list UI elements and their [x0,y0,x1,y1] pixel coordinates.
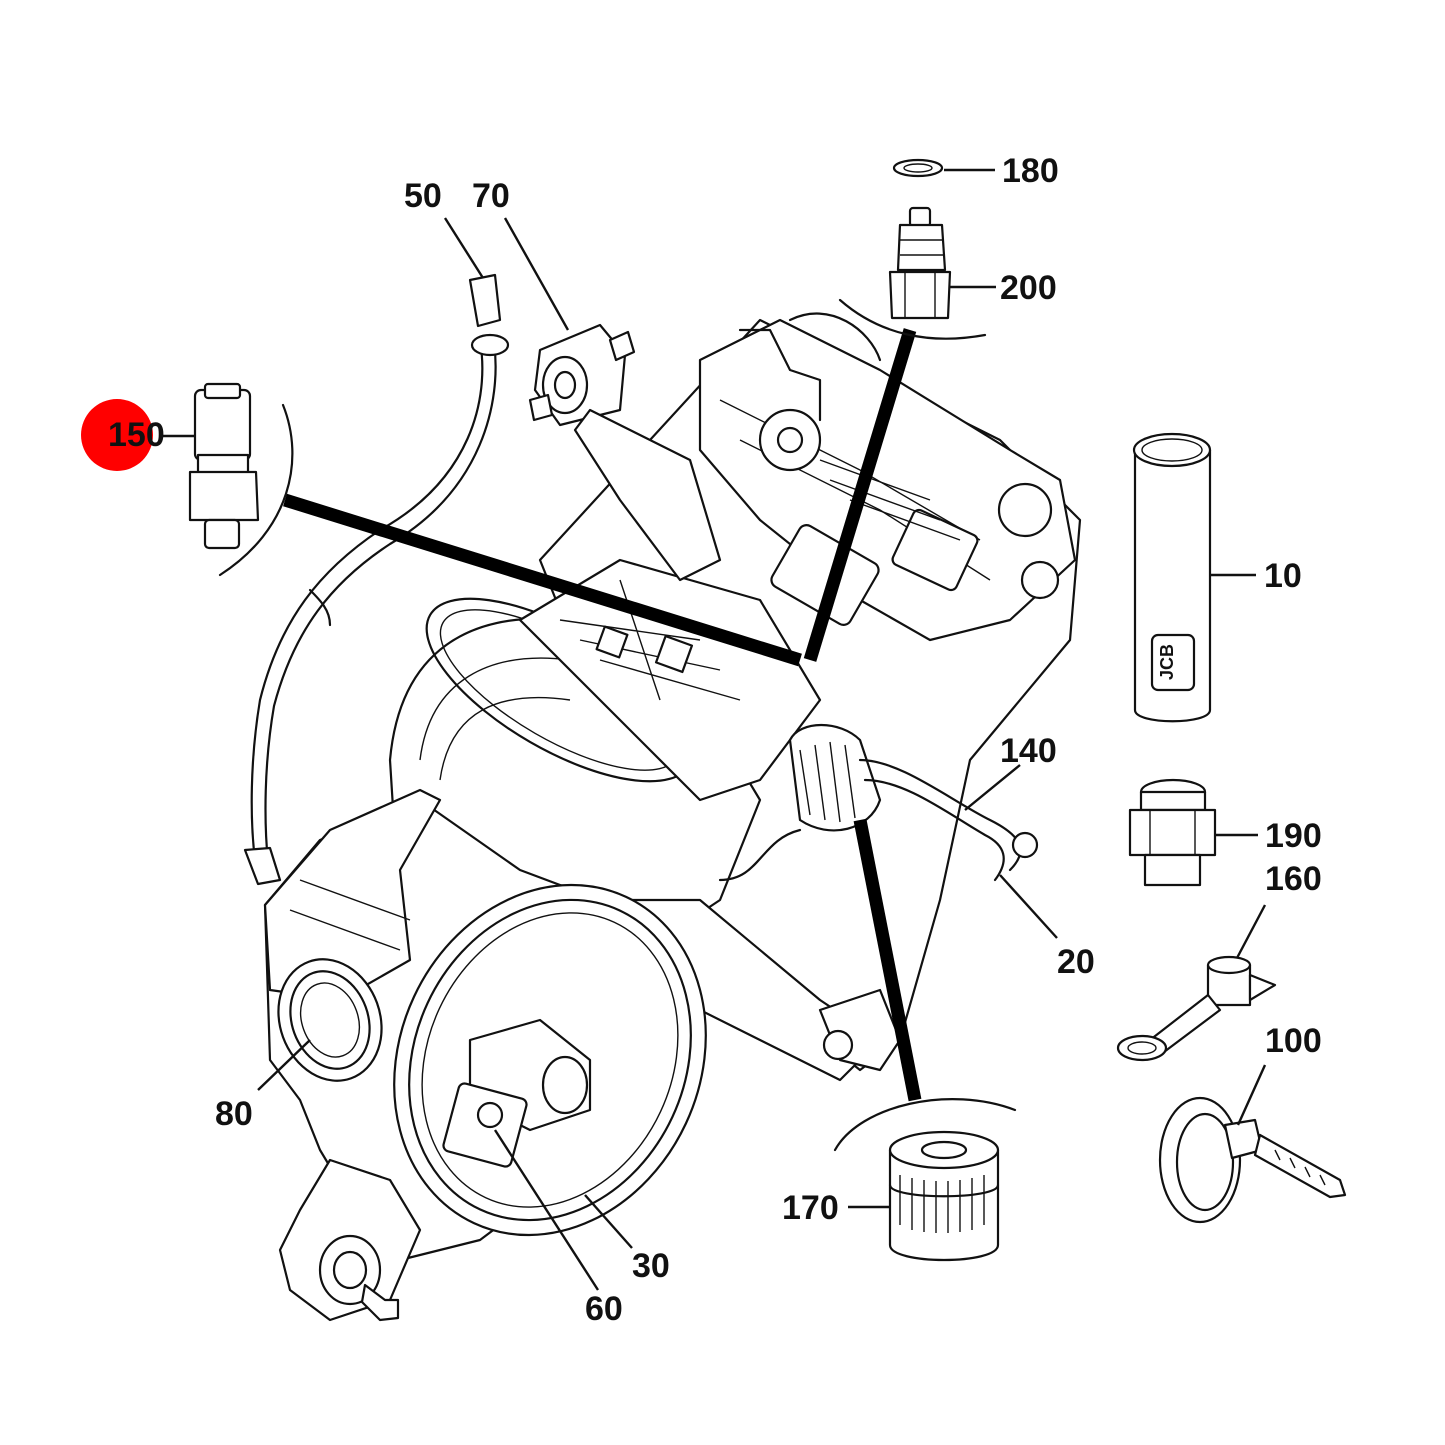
zoom-arc-200 [838,298,987,340]
filter-element-170 [888,1130,1000,1262]
pressure-switch-150 [188,382,260,550]
leader-bar-150 [283,493,802,667]
callout-10[interactable]: 10 [1264,557,1302,595]
callout-30[interactable]: 30 [632,1247,670,1285]
callout-70[interactable]: 70 [472,177,510,215]
sleeve-tube-10: JCB [1132,432,1212,723]
zoom-arc-150 [218,403,294,577]
adapter-190 [1128,778,1217,887]
callout-190[interactable]: 190 [1265,817,1322,855]
sleeve-logo: JCB [1157,644,1177,680]
callout-160[interactable]: 160 [1265,860,1322,898]
callout-50[interactable]: 50 [404,177,442,215]
zoom-arc-170 [833,1098,1017,1152]
highlight-dot-150[interactable] [81,399,153,471]
callout-80[interactable]: 80 [215,1095,253,1133]
callout-180[interactable]: 180 [1002,152,1059,190]
callout-60[interactable]: 60 [585,1290,623,1328]
transmission-assembly [243,273,1082,1322]
callout-140[interactable]: 140 [1000,732,1057,770]
callout-150[interactable]: 150 [108,416,165,454]
cable-tie-100 [1158,1096,1347,1224]
leader-lines [162,168,1267,1291]
leader-bar-200 [803,328,917,662]
leader-bar-170 [853,818,922,1102]
callout-100[interactable]: 100 [1265,1022,1322,1060]
callout-170[interactable]: 170 [782,1189,839,1227]
clip-160 [1116,955,1277,1062]
seal-washer-180 [892,158,944,178]
callout-20[interactable]: 20 [1057,943,1095,981]
fitting-200 [888,206,952,320]
callout-labels: 180 50 70 200 150 10 140 190 160 20 100 … [108,152,1322,1328]
callout-200[interactable]: 200 [1000,269,1057,307]
